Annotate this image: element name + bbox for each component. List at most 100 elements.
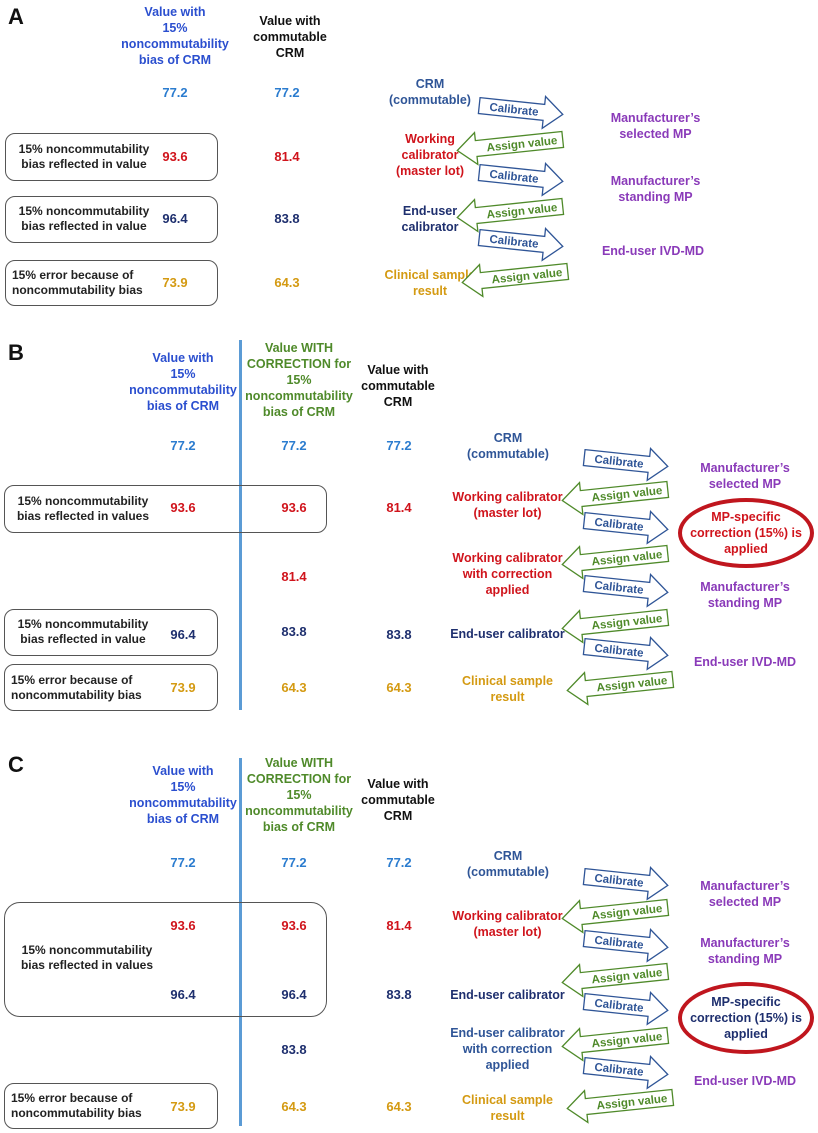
arrow-label: Calibrate xyxy=(594,517,644,534)
value-commutable: 83.8 xyxy=(274,211,300,226)
note-text: 15% noncommutability bias reflected in v… xyxy=(20,943,154,972)
calibrate-arrow-icon: Calibrate xyxy=(582,928,669,963)
arrow-label: Calibrate xyxy=(489,102,539,119)
arrow-shape xyxy=(477,95,564,130)
note-box: 15% error because of noncommutability bi… xyxy=(4,664,218,711)
arrow-label: Calibrate xyxy=(594,873,644,890)
label-standing-mp: Manufacturer’s standing MP xyxy=(700,936,790,966)
arrow-shape xyxy=(561,898,670,934)
panel-letter: A xyxy=(8,4,24,29)
assign-value-arrow-icon: Assign value xyxy=(561,962,670,998)
arrow-shape xyxy=(477,162,564,197)
arrow-shape xyxy=(566,1088,675,1124)
value-commutable: 64.3 xyxy=(386,680,412,695)
arrow-shape xyxy=(561,1026,670,1062)
assign-value-arrow-icon: Assign value xyxy=(561,898,670,934)
correction-ellipse: MP-specific correction (15%) is applied xyxy=(678,498,814,568)
arrow-label: Calibrate xyxy=(594,935,644,952)
arrow-label: Calibrate xyxy=(489,234,539,251)
value-corrected: 96.4 xyxy=(281,987,307,1002)
arrow-shape xyxy=(461,262,570,298)
assign-value-arrow-icon: Assign value xyxy=(456,130,565,166)
arrow-label: Calibrate xyxy=(594,643,644,660)
note-box: 15% noncommutability bias reflected in v… xyxy=(4,609,218,656)
value-commutable: 83.8 xyxy=(386,627,412,642)
note-text: 15% noncommutability bias reflected in v… xyxy=(17,617,149,646)
value-biased: 96.4 xyxy=(162,211,188,226)
arrow-shape xyxy=(582,928,669,963)
value-corrected: 64.3 xyxy=(281,680,307,695)
value-corrected: 64.3 xyxy=(281,1099,307,1114)
value-biased: 93.6 xyxy=(162,149,188,164)
arrow-label: Calibrate xyxy=(594,1062,644,1079)
value-biased: 96.4 xyxy=(170,987,196,1002)
note-box: 15% error because of noncommutability bi… xyxy=(4,1083,218,1129)
assign-value-arrow-icon: Assign value xyxy=(561,608,670,644)
value-commutable: 81.4 xyxy=(386,918,412,933)
value-commutable: 77.2 xyxy=(274,85,300,100)
note-box: 15% noncommutability bias reflected in v… xyxy=(4,902,327,1017)
label-clinical-sample: Clinical sample result xyxy=(384,268,476,298)
arrow-shape xyxy=(582,573,669,608)
note-text: 15% error because of noncommutability bi… xyxy=(12,268,143,297)
arrow-shape xyxy=(582,447,669,482)
arrow-shape xyxy=(582,510,669,545)
calibrate-arrow-icon: Calibrate xyxy=(582,636,669,671)
header-biased-value: Value with 15% noncommutability bias of … xyxy=(121,5,229,67)
calibrate-arrow-icon: Calibrate xyxy=(477,227,564,262)
header-biased-value: Value with 15% noncommutability bias of … xyxy=(129,351,237,413)
note-text: 15% noncommutability bias reflected in v… xyxy=(18,142,150,171)
note-box: 15% error because of noncommutability bi… xyxy=(5,260,218,306)
label-working-calibrator: Working calibrator (master lot) xyxy=(452,490,563,520)
value-corrected: 77.2 xyxy=(281,855,307,870)
label-selected-mp: Manufacturer’s selected MP xyxy=(610,111,701,141)
calibrate-arrow-icon: Calibrate xyxy=(582,866,669,901)
value-biased: 96.4 xyxy=(170,627,196,642)
note-box: 15% noncommutability bias reflected in v… xyxy=(5,133,218,181)
calibrate-arrow-icon: Calibrate xyxy=(582,991,669,1026)
value-biased: 73.9 xyxy=(170,1099,196,1114)
calibrate-arrow-icon: Calibrate xyxy=(477,162,564,197)
note-text: 15% error because of noncommutability bi… xyxy=(11,1091,142,1120)
arrow-shape xyxy=(477,227,564,262)
value-corrected: 81.4 xyxy=(281,569,307,584)
note-text: 15% noncommutability bias reflected in v… xyxy=(16,494,150,523)
header-corrected-value: Value WITH CORRECTION for 15% noncommuta… xyxy=(245,341,353,419)
divider-line xyxy=(239,340,242,710)
value-commutable: 77.2 xyxy=(386,855,412,870)
note-text: 15% error because of noncommutability bi… xyxy=(11,673,142,702)
arrow-shape xyxy=(561,962,670,998)
calibrate-arrow-icon: Calibrate xyxy=(477,95,564,130)
header-commutable-value: Value with commutable CRM xyxy=(361,363,435,409)
calibrate-arrow-icon: Calibrate xyxy=(582,447,669,482)
correction-ellipse: MP-specific correction (15%) is applied xyxy=(678,982,814,1054)
header-corrected-value: Value WITH CORRECTION for 15% noncommuta… xyxy=(245,756,353,834)
arrow-label: Calibrate xyxy=(594,580,644,597)
label-end-user-calibrator: End-user calibrator xyxy=(450,627,565,641)
label-end-user-calibrator: End-user calibrator xyxy=(450,988,565,1002)
value-commutable: 81.4 xyxy=(274,149,300,164)
header-commutable-value: Value with commutable CRM xyxy=(361,777,435,823)
value-corrected: 93.6 xyxy=(281,500,307,515)
divider-line xyxy=(239,758,242,1126)
header-commutable-value: Value with commutable CRM xyxy=(253,14,327,60)
arrow-label: Calibrate xyxy=(594,454,644,471)
assign-value-arrow-icon: Assign value xyxy=(461,262,570,298)
value-commutable: 64.3 xyxy=(386,1099,412,1114)
value-commutable: 81.4 xyxy=(386,500,412,515)
label-clinical-sample: Clinical sample result xyxy=(461,1093,553,1123)
label-end-user-ivd-md: End-user IVD-MD xyxy=(693,655,797,669)
label-selected-mp: Manufacturer’s selected MP xyxy=(700,461,790,491)
label-crm: CRM (commutable) xyxy=(467,431,549,461)
label-end-user-ivd-md: End-user IVD-MD xyxy=(601,244,705,258)
assign-value-arrow-icon: Assign value xyxy=(561,480,670,516)
value-commutable: 64.3 xyxy=(274,275,300,290)
panel-letter: C xyxy=(8,752,24,777)
value-biased: 73.9 xyxy=(170,680,196,695)
label-end-user-calibrator-corrected: End-user calibrator with correction appl… xyxy=(450,1026,565,1072)
value-biased: 73.9 xyxy=(162,275,188,290)
label-working-calibrator: Working calibrator (master lot) xyxy=(395,132,465,178)
arrow-shape xyxy=(582,1055,669,1090)
assign-value-arrow-icon: Assign value xyxy=(561,544,670,580)
arrow-label: Calibrate xyxy=(489,169,539,186)
